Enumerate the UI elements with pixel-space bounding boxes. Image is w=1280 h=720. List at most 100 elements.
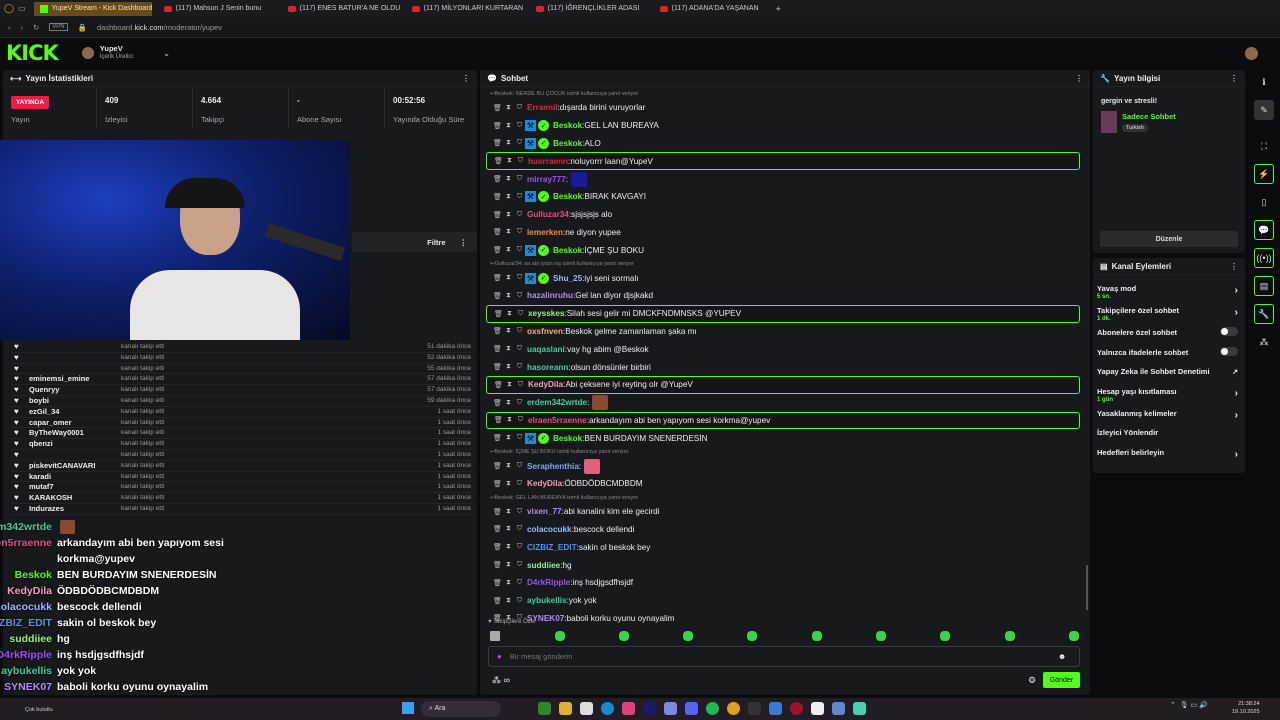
- ban-shield-icon[interactable]: ⛉: [516, 175, 523, 183]
- back-icon[interactable]: ‹: [8, 22, 11, 32]
- ban-shield-icon[interactable]: ⛉: [516, 139, 523, 147]
- chat-input[interactable]: ● ☻: [488, 646, 1080, 667]
- timeout-hourglass-icon[interactable]: ⧗: [506, 345, 511, 353]
- chat-username[interactable]: uaqaslani: [527, 344, 565, 354]
- delete-icon[interactable]: 🗑: [494, 310, 503, 318]
- more-icon[interactable]: ⋮: [462, 73, 470, 83]
- app-icon[interactable]: [769, 702, 782, 715]
- fullscreen-icon[interactable]: ⛶: [1260, 140, 1268, 151]
- chat-username[interactable]: KedyDila: [528, 380, 564, 390]
- ban-shield-icon[interactable]: ⛉: [516, 363, 523, 371]
- emote-avatar[interactable]: [490, 631, 500, 641]
- apps-icon[interactable]: ⁂: [1259, 336, 1269, 347]
- photoshop-icon[interactable]: [664, 702, 677, 715]
- chrome-icon[interactable]: [727, 702, 740, 715]
- delete-icon[interactable]: 🗑: [493, 292, 502, 300]
- chat-username[interactable]: suddiiee: [527, 560, 561, 570]
- tray-icons[interactable]: ⌃ 🎙 ▭ 🔊: [1170, 702, 1208, 709]
- ban-shield-icon[interactable]: ⛉: [517, 157, 524, 165]
- delete-icon[interactable]: 🗑: [493, 615, 502, 623]
- delete-icon[interactable]: 🗑: [493, 364, 502, 372]
- channel-actions-icon[interactable]: ▤: [1254, 276, 1274, 296]
- profile-avatar[interactable]: [1245, 46, 1258, 60]
- store-icon[interactable]: [580, 702, 593, 715]
- delete-icon[interactable]: 🗑: [493, 544, 502, 552]
- edge-icon[interactable]: [601, 702, 614, 715]
- timeout-hourglass-icon[interactable]: ⧗: [507, 157, 512, 165]
- premiere-icon[interactable]: [643, 702, 656, 715]
- ban-shield-icon[interactable]: ⛉: [516, 274, 523, 282]
- chat-username[interactable]: elraen5rraenne: [528, 415, 587, 425]
- emote[interactable]: [940, 631, 950, 641]
- timeout-hourglass-icon[interactable]: ⧗: [506, 578, 511, 586]
- new-tab-button[interactable]: +: [775, 3, 781, 14]
- delete-icon[interactable]: 🗑: [493, 247, 502, 255]
- chat-username[interactable]: Beskok: [553, 192, 583, 202]
- timeout-hourglass-icon[interactable]: ⧗: [506, 561, 511, 569]
- more-icon[interactable]: ⋮: [1075, 73, 1083, 83]
- chat-username[interactable]: Beskok: [553, 245, 583, 255]
- ban-shield-icon[interactable]: ⛉: [516, 525, 523, 533]
- timeout-hourglass-icon[interactable]: ⧗: [506, 596, 511, 604]
- ban-shield-icon[interactable]: ⛉: [516, 228, 523, 236]
- ban-shield-icon[interactable]: ⛉: [516, 327, 523, 335]
- ban-shield-icon[interactable]: ⛉: [516, 345, 523, 353]
- browser-tab[interactable]: (117) Mahsun J Senin bunu: [158, 2, 276, 16]
- delete-icon[interactable]: 🗑: [493, 176, 502, 184]
- chat-username[interactable]: D4rkRipple: [527, 578, 571, 588]
- timeout-hourglass-icon[interactable]: ⧗: [507, 309, 512, 317]
- opera-icon[interactable]: [790, 702, 803, 715]
- delete-icon[interactable]: 🗑: [493, 526, 502, 534]
- timeout-hourglass-icon[interactable]: ⧗: [506, 543, 511, 551]
- chat-username[interactable]: Beskok: [553, 433, 583, 443]
- emote[interactable]: [683, 631, 693, 641]
- emote[interactable]: [747, 631, 757, 641]
- delete-icon[interactable]: 🗑: [493, 122, 502, 130]
- channel-action-item[interactable]: İzleyici Yönlendir: [1097, 428, 1242, 437]
- timeout-hourglass-icon[interactable]: ⧗: [506, 192, 511, 200]
- chat-username[interactable]: Shu_25: [553, 273, 583, 283]
- lightning-icon[interactable]: ⚡: [1254, 164, 1274, 184]
- ban-shield-icon[interactable]: ⛉: [516, 398, 523, 406]
- photos-icon[interactable]: [622, 702, 635, 715]
- chat-username[interactable]: mirray777: [527, 174, 566, 184]
- message-input[interactable]: [509, 652, 1050, 661]
- chat-username[interactable]: lemerken: [527, 227, 563, 237]
- ban-shield-icon[interactable]: ⛉: [516, 543, 523, 551]
- chat-username[interactable]: Erraenii: [527, 103, 558, 113]
- chat-username[interactable]: hasoreann: [527, 362, 569, 372]
- chat-username[interactable]: CIZBIZ_EDIT: [527, 542, 577, 552]
- chat-scrollbar[interactable]: [1086, 565, 1088, 610]
- ban-shield-icon[interactable]: ⛉: [517, 416, 524, 424]
- follower-name[interactable]: piskevitCANAVARI: [29, 460, 96, 470]
- delete-icon[interactable]: 🗑: [494, 417, 503, 425]
- chat-username[interactable]: oxsfnven: [527, 326, 563, 336]
- toggle-switch[interactable]: [1220, 327, 1238, 336]
- ban-shield-icon[interactable]: ⛉: [516, 561, 523, 569]
- channel-action-item[interactable]: Yapay Zeka ile Sohbet Denetimi↗: [1097, 367, 1242, 376]
- ban-shield-icon[interactable]: ⛉: [516, 614, 523, 622]
- windows-start-icon[interactable]: [402, 702, 414, 714]
- chat-bubble-icon[interactable]: 💬: [1254, 220, 1274, 240]
- file-explorer-icon[interactable]: [559, 702, 572, 715]
- ban-shield-icon[interactable]: ⛉: [516, 596, 523, 604]
- ban-shield-icon[interactable]: ⛉: [516, 578, 523, 586]
- taskbar-search[interactable]: ⌕ Ara: [421, 701, 501, 717]
- timeout-hourglass-icon[interactable]: ⧗: [506, 434, 511, 442]
- info-icon[interactable]: ℹ: [1262, 76, 1266, 87]
- app-icon[interactable]: [853, 702, 866, 715]
- chat-tools-icon[interactable]: ⁂ ∞: [492, 675, 510, 685]
- timeout-hourglass-icon[interactable]: ⧗: [506, 462, 511, 470]
- chat-username[interactable]: husrraenn: [528, 156, 569, 166]
- follower-name[interactable]: ByTheWay0001: [29, 428, 84, 438]
- timeout-hourglass-icon[interactable]: ⧗: [507, 416, 512, 424]
- vpn-badge[interactable]: VPN: [49, 23, 68, 31]
- chat-username[interactable]: Beskok: [553, 138, 583, 148]
- follower-name[interactable]: karadi: [29, 471, 52, 481]
- xbox-icon[interactable]: [538, 702, 551, 715]
- ban-shield-icon[interactable]: ⛉: [516, 291, 523, 299]
- follower-name[interactable]: KARAKOSH: [29, 493, 73, 503]
- chat-username[interactable]: KedyDila: [527, 479, 563, 489]
